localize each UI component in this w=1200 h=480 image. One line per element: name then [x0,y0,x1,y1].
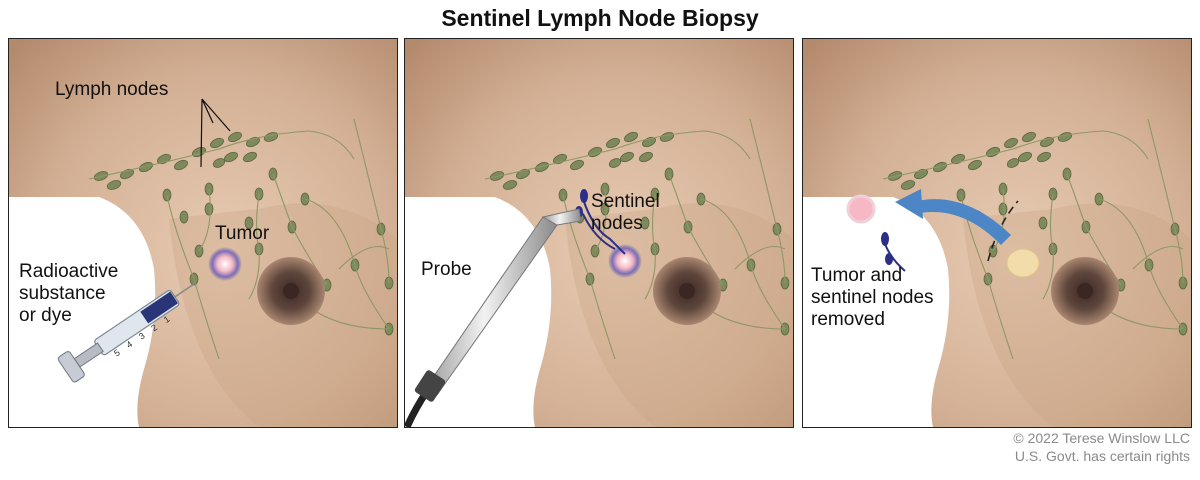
rights-line: U.S. Govt. has certain rights [1014,448,1190,464]
panel-injection-illustration: 1 2 3 4 5 [9,39,397,427]
label-lymph-nodes: Lymph nodes [55,79,169,100]
nipple [283,283,299,299]
tumor [208,247,242,281]
syringe: 1 2 3 4 5 [57,283,195,383]
syringe-mark: 1 [162,314,172,325]
label-probe: Probe [421,259,472,280]
syringe-mark: 5 [112,347,122,358]
incision-line [987,200,1019,262]
label-injection: Radioactive substance or dye [19,261,119,326]
panel-removal: Tumor and sentinel nodes removed [802,38,1192,428]
nipple [1077,283,1093,299]
panel-removal-illustration [803,39,1191,427]
arm-cutout [9,197,156,427]
figure-title: Sentinel Lymph Node Biopsy [441,5,759,31]
pointer-line [201,98,231,132]
label-tumor: Tumor [215,223,270,244]
syringe-mark: 4 [124,339,134,350]
arm-cutout [803,197,950,427]
removed-tumor [846,194,876,224]
pointer-line [200,98,203,168]
probe-instrument [405,208,582,427]
excision-site [1006,248,1040,278]
panel-probe-illustration [405,39,793,427]
removal-arrow [895,189,1011,245]
nipple [679,283,695,299]
syringe-mark: 3 [137,331,147,342]
tumor [608,244,642,278]
copyright-line: © 2022 Terese Winslow LLC [1013,430,1190,446]
syringe-mark: 2 [149,322,159,333]
label-removed: Tumor and sentinel nodes removed [811,265,934,330]
panel-probe: Probe Sentinel nodes [404,38,794,428]
pointer-line [201,98,214,124]
removed-sentinel-nodes [881,232,906,272]
label-sentinel-nodes: Sentinel nodes [591,191,660,234]
panel-injection: 1 2 3 4 5 Lymph nodes Tumor Radioactive … [8,38,398,428]
